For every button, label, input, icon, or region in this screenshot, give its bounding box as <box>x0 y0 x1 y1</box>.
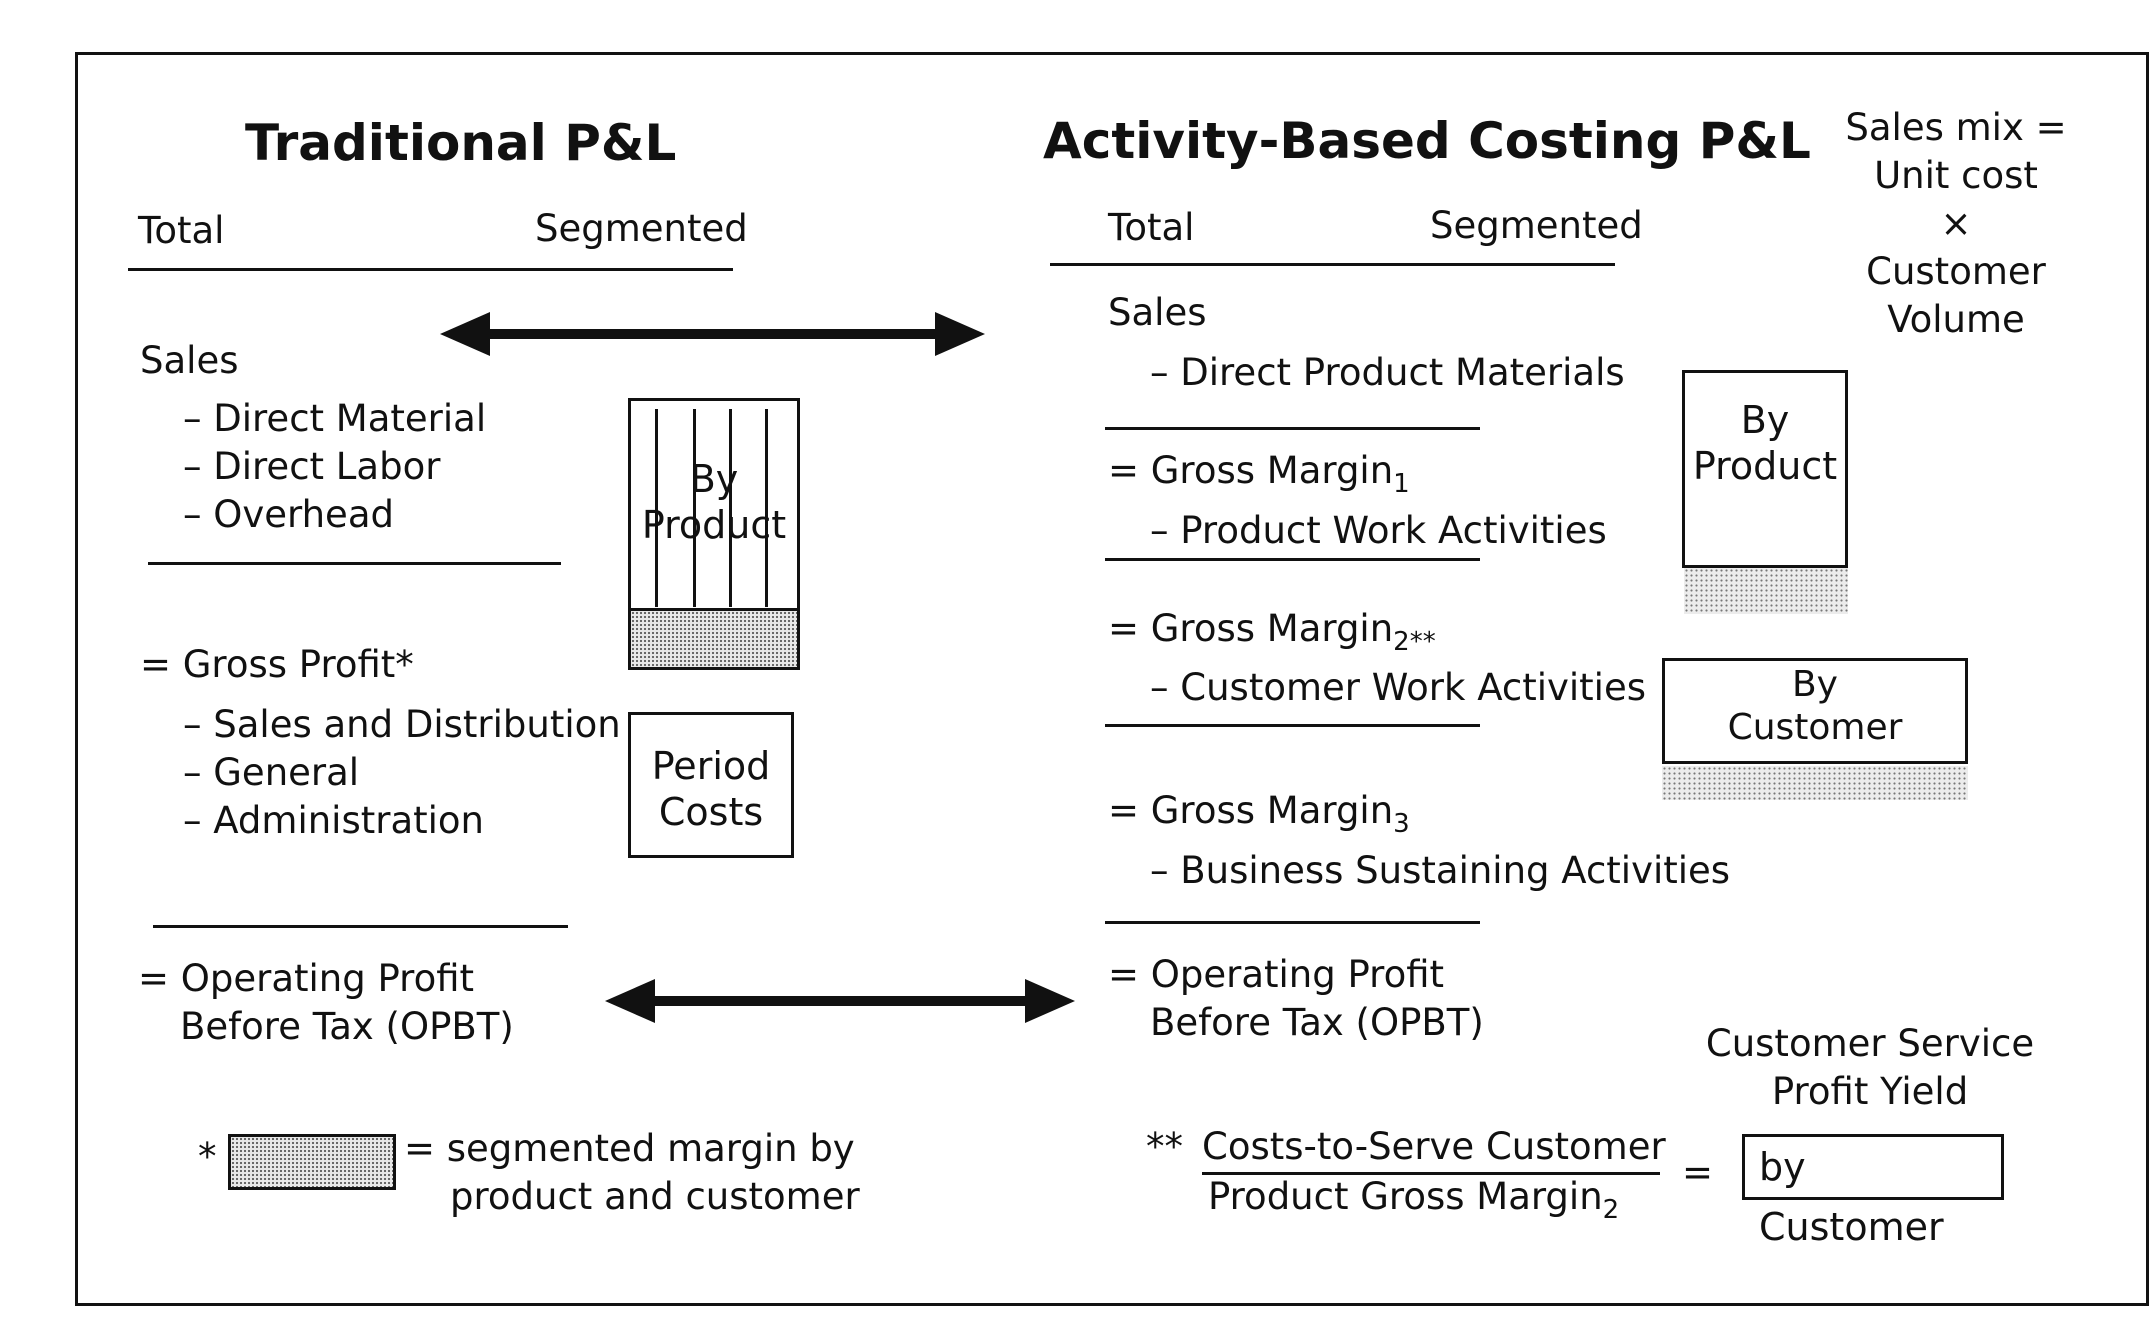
abc-product-margin-fill <box>1684 568 1848 614</box>
formula-equals: = <box>1682 1151 1714 1194</box>
sales-mix-line: Unit cost <box>1874 154 2038 197</box>
formula-fraction-bar <box>1202 1172 1660 1175</box>
sales-mix-note: Sales mix = Unit cost × Customer Volume <box>1826 104 2086 344</box>
formula-numerator: Costs-to-Serve Customer <box>1202 1125 1666 1168</box>
traditional-rule-1 <box>148 562 561 565</box>
traditional-rule-2 <box>153 925 568 928</box>
profit-yield-title-line: Customer Service <box>1705 1022 2035 1065</box>
segmented-margin-fill <box>631 608 797 667</box>
sales-mix-line: × <box>1940 202 1972 245</box>
box-label: By <box>1791 664 1838 705</box>
abc-by-product-box: By Product <box>1682 370 1848 568</box>
traditional-by-product-box: By Product <box>628 398 800 670</box>
box-label: By <box>1740 398 1790 442</box>
abc-col-segmented: Segmented <box>1430 204 1643 247</box>
gm-label: = Gross Margin <box>1108 607 1394 650</box>
abc-header-rule <box>1050 263 1615 266</box>
abc-gross-margin-1: = Gross Margin1 <box>1108 448 1410 501</box>
gm-subscript: 1 <box>1393 469 1410 500</box>
abc-rule-2 <box>1105 558 1480 561</box>
box-hatch-line <box>693 409 696 607</box>
abc-gross-margin-3: = Gross Margin3 <box>1108 788 1410 841</box>
gm-subscript: 3 <box>1393 809 1410 840</box>
traditional-expense-item: – Sales and Distribution <box>183 703 621 746</box>
legend-swatch <box>228 1134 396 1190</box>
legend-text-line1: = segmented margin by <box>404 1127 855 1170</box>
legend-marker: * <box>198 1135 217 1178</box>
profit-yield-title: Customer Service Profit Yield <box>1700 1020 2040 1116</box>
denominator-subscript: 2 <box>1602 1195 1620 1226</box>
diagram-frame <box>75 52 2149 1306</box>
abc-col-total: Total <box>1108 206 1195 249</box>
opbt-comparison-arrow <box>605 979 1075 1023</box>
denominator-label: Product Gross Margin <box>1208 1175 1603 1218</box>
traditional-col-total: Total <box>138 209 225 252</box>
period-costs-box: Period Costs <box>628 712 794 858</box>
traditional-col-segmented: Segmented <box>535 207 748 250</box>
sales-comparison-arrow <box>440 312 985 356</box>
by-customer-result-box: by Customer <box>1742 1134 2004 1249</box>
abc-business-sustaining: – Business Sustaining Activities <box>1150 849 1731 892</box>
traditional-opbt-line2: Before Tax (OPBT) <box>180 1005 514 1048</box>
abc-sales: Sales <box>1108 291 1207 334</box>
box-label: Costs <box>658 790 764 835</box>
formula-denominator: Product Gross Margin2 <box>1208 1174 1619 1227</box>
abc-customer-work: – Customer Work Activities <box>1150 666 1646 709</box>
traditional-expense-item: – General <box>183 751 360 794</box>
profit-yield-title-line: Profit Yield <box>1771 1070 1969 1113</box>
sales-mix-line: Volume <box>1887 298 2025 341</box>
abc-direct-materials: – Direct Product Materials <box>1150 351 1625 394</box>
abc-gross-margin-2: = Gross Margin2** <box>1108 606 1436 659</box>
sales-mix-line: Customer <box>1866 250 2046 293</box>
gm-subscript: 2** <box>1393 627 1436 658</box>
traditional-header-rule <box>128 268 733 271</box>
box-label: By <box>689 457 739 501</box>
traditional-expense-item: – Administration <box>183 799 485 842</box>
box-hatch-line <box>729 409 732 607</box>
traditional-cost-item: – Overhead <box>183 493 394 536</box>
gm-label: = Gross Margin <box>1108 449 1394 492</box>
abc-product-work: – Product Work Activities <box>1150 509 1607 552</box>
abc-rule-3 <box>1105 724 1480 727</box>
box-hatch-line <box>655 409 658 607</box>
gm-label: = Gross Margin <box>1108 789 1394 832</box>
traditional-title: Traditional P&L <box>245 114 677 172</box>
abc-by-customer-box: By Customer <box>1662 658 1968 764</box>
traditional-cost-item: – Direct Labor <box>183 445 441 488</box>
legend-text-line2: product and customer <box>450 1175 860 1218</box>
abc-title: Activity-Based Costing P&L <box>1043 112 1811 170</box>
traditional-opbt-line1: = Operating Profit <box>138 957 475 1000</box>
traditional-sales: Sales <box>140 339 239 382</box>
abc-opbt-line1: = Operating Profit <box>1108 953 1445 996</box>
box-label: Customer <box>1727 707 1903 749</box>
box-label: Product <box>641 503 787 548</box>
box-hatch-line <box>765 409 768 607</box>
traditional-gross-profit: = Gross Profit* <box>140 643 414 686</box>
traditional-cost-item: – Direct Material <box>183 397 487 440</box>
sales-mix-line: Sales mix = <box>1845 106 2067 149</box>
abc-rule-4 <box>1105 921 1480 924</box>
box-label: Period <box>651 744 771 788</box>
abc-customer-margin-fill <box>1662 766 1968 800</box>
abc-opbt-line2: Before Tax (OPBT) <box>1150 1001 1484 1044</box>
box-label: Product <box>1692 444 1838 489</box>
formula-marker: ** <box>1146 1125 1183 1168</box>
abc-rule-1 <box>1105 427 1480 430</box>
